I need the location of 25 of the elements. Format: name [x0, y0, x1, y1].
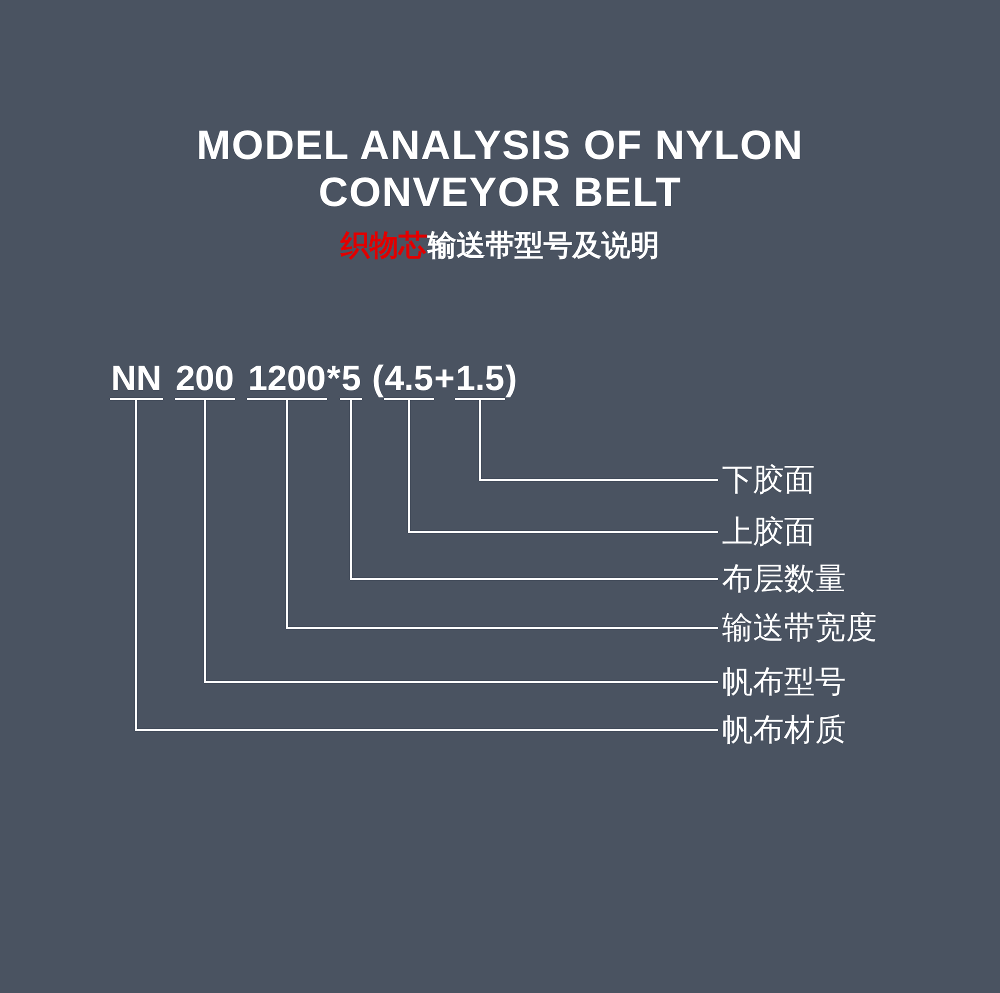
code-segment: 1200	[246, 360, 327, 400]
subtitle: 织物芯	[340, 230, 428, 262]
code-symbol: (	[372, 360, 384, 398]
description-label: 输送带宽度	[722, 609, 877, 647]
description-label: 布层数量	[722, 560, 846, 598]
leader-line	[204, 400, 718, 683]
code-symbol: +	[434, 360, 455, 398]
code-segment: 5	[340, 360, 362, 400]
code-segment: NN	[110, 360, 163, 400]
leader-line	[286, 400, 718, 629]
leader-line	[350, 400, 718, 580]
description-label: 下胶面	[722, 461, 815, 499]
description-label: 帆布材质	[722, 711, 846, 749]
subtitle: 输送带型号及说明	[428, 230, 660, 262]
description-label: 帆布型号	[722, 663, 846, 701]
code-segment: 200	[174, 360, 235, 400]
code-segment: 1.5	[454, 360, 506, 400]
description-label: 上胶面	[722, 513, 815, 551]
leader-line	[135, 400, 718, 731]
code-symbol: *	[326, 360, 340, 398]
title: MODEL ANALYSIS OF NYLON CONVEYOR BELT	[196, 122, 804, 216]
code-segment: 4.5	[384, 360, 434, 400]
leader-line	[408, 400, 718, 533]
leader-line	[479, 400, 718, 481]
code-symbol: )	[505, 360, 518, 398]
